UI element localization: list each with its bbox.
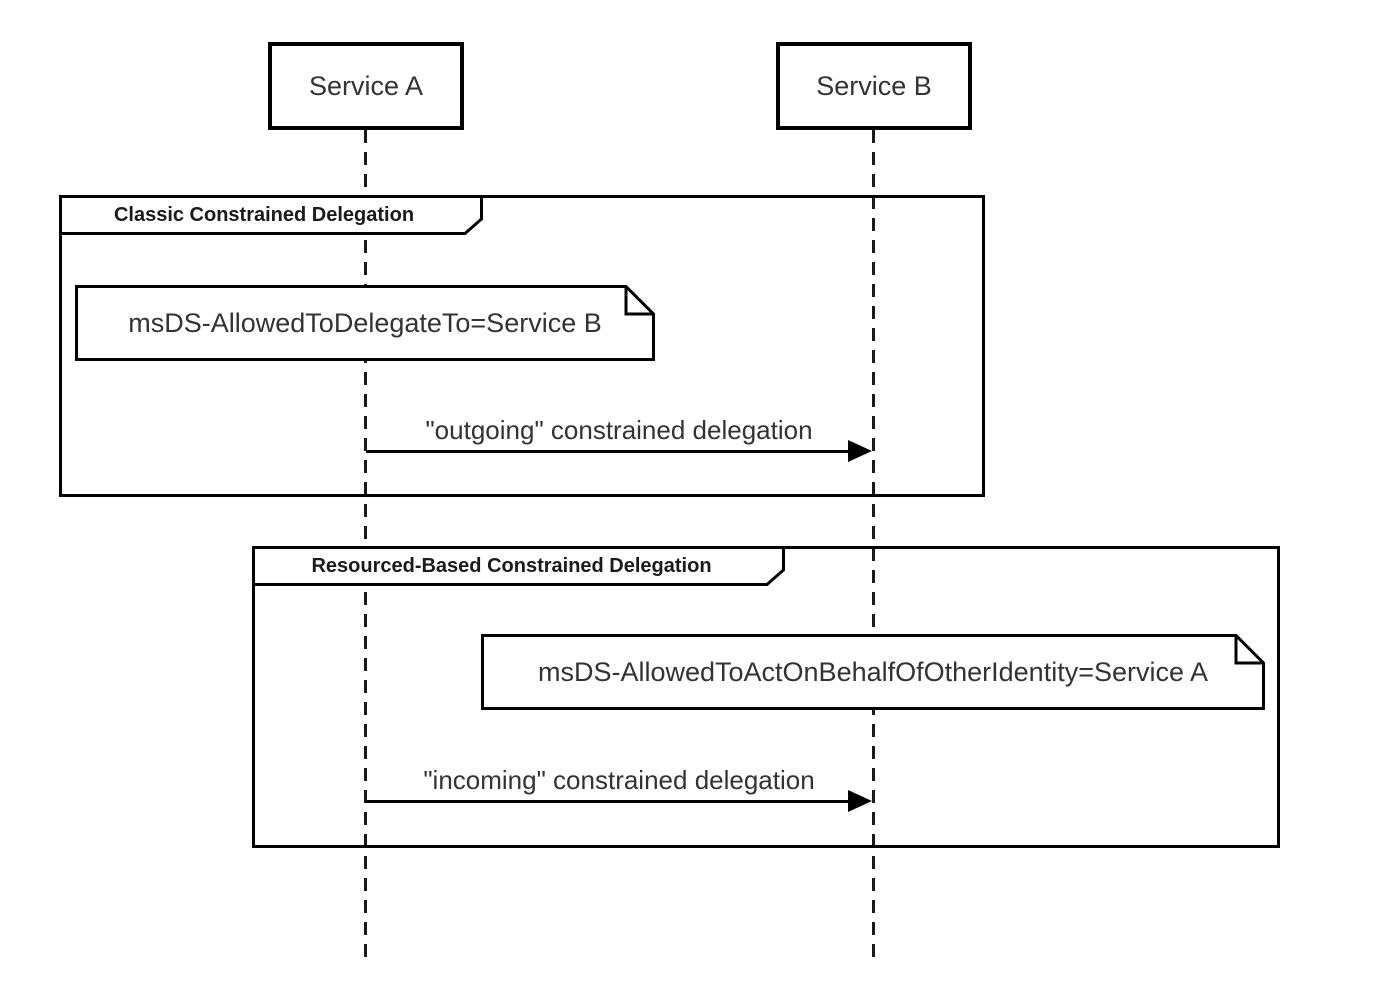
frame-tab-shape <box>59 195 483 235</box>
note-allowed-to-delegate-to: msDS-AllowedToDelegateTo=Service B <box>75 285 655 361</box>
frame-rbcd-title-tab: Resourced-Based Constrained Delegation <box>252 546 785 586</box>
frame-classic-title-tab: Classic Constrained Delegation <box>59 195 483 235</box>
participant-service-a-label: Service A <box>308 70 424 101</box>
frame-classic-constrained-delegation <box>59 195 985 497</box>
note-allowed-to-act-on-behalf: msDS-AllowedToActOnBehalfOfOtherIdentity… <box>481 634 1265 710</box>
message-incoming-label: "incoming" constrained delegation <box>423 765 815 795</box>
participant-service-b-label: Service B <box>816 70 932 101</box>
note-shape <box>481 634 1265 710</box>
message-incoming-line <box>366 800 850 803</box>
arrowhead-right-icon <box>848 440 872 462</box>
frame-rbcd-title: Resourced-Based Constrained Delegation <box>311 554 712 577</box>
note-allowed-to-act-on-behalf-text: msDS-AllowedToActOnBehalfOfOtherIdentity… <box>537 656 1209 687</box>
participant-service-a: Service A <box>268 42 464 130</box>
message-outgoing-line <box>366 450 850 453</box>
message-outgoing-label: "outgoing" constrained delegation <box>425 415 813 445</box>
participant-service-b: Service B <box>776 42 972 130</box>
arrowhead-right-icon <box>848 790 872 812</box>
frame-classic-title: Classic Constrained Delegation <box>113 203 415 226</box>
note-allowed-to-delegate-to-text: msDS-AllowedToDelegateTo=Service B <box>128 307 602 338</box>
note-shape <box>75 285 655 361</box>
frame-tab-shape <box>252 546 785 586</box>
